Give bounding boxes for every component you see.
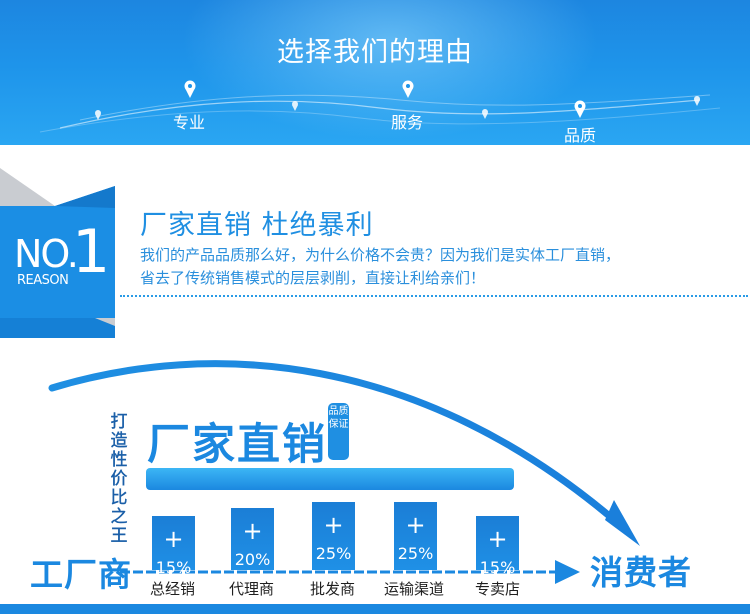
banner-wave-lines [39, 80, 721, 133]
reason-desc-line-2: 省去了传统销售模式的层层剥削，直接让利给亲们！ [140, 269, 486, 287]
arc-arrowhead-icon [605, 500, 640, 546]
point-label-quality: 品质 [564, 126, 597, 145]
plus-icon: + [487, 525, 508, 553]
tier-label: 代理商 [229, 580, 275, 598]
point-label-service: 服务 [391, 113, 424, 132]
location-pin-icon [184, 80, 586, 118]
tier-percent: 15% [155, 558, 192, 577]
tier-pillar: + 25% [312, 502, 355, 570]
rank-no-text: NO. [14, 232, 79, 276]
source-factory-label: 工厂商 [30, 555, 132, 594]
tier-label: 批发商 [310, 580, 356, 598]
tier-pillar: + 15% [152, 516, 195, 577]
plus-icon: + [163, 525, 184, 553]
tier-label: 专卖店 [475, 580, 521, 598]
point-label-professional: 专业 [173, 113, 206, 132]
tier-percent: 25% [315, 544, 352, 563]
baseline-arrowhead-icon [555, 560, 580, 584]
rank-reason-text: REASON [17, 273, 69, 288]
arc-arrow [48, 360, 624, 529]
tier-pillar: + 20% [231, 508, 274, 570]
quality-guarantee-badge: 品质保证 [328, 403, 349, 460]
brand-title: 厂家直销 [147, 420, 327, 470]
banner: 选择我们的理由 专业 服务 品质 [0, 0, 750, 145]
tier-percent: 25% [397, 544, 434, 563]
tier-percent: 20% [234, 550, 271, 569]
banner-title: 选择我们的理由 [277, 37, 473, 68]
brand-bar [146, 468, 514, 490]
tier-pillar: + 25% [394, 502, 437, 570]
small-pin-icon [95, 96, 700, 120]
tier-label: 总经销 [150, 580, 196, 598]
plus-icon: + [405, 511, 426, 539]
tier-pillar: + 15% [476, 516, 519, 577]
reason-headline: 厂家直销 杜绝暴利 [140, 210, 374, 241]
slogan-vertical: 打造性价比之王 [110, 412, 128, 546]
rank-badge [0, 168, 115, 338]
rank-number: 1 [72, 217, 111, 287]
reason-desc-line-1: 我们的产品品质那么好，为什么价格不会贵？因为我们是实体工厂直销， [140, 246, 621, 264]
tier-label: 运输渠道 [384, 580, 445, 598]
target-consumer-label: 消费者 [590, 553, 692, 592]
plus-icon: + [323, 511, 344, 539]
banner-glow [180, 0, 600, 140]
dotted-divider [120, 295, 748, 297]
tier-percent: 15% [479, 558, 516, 577]
plus-icon: + [242, 517, 263, 545]
